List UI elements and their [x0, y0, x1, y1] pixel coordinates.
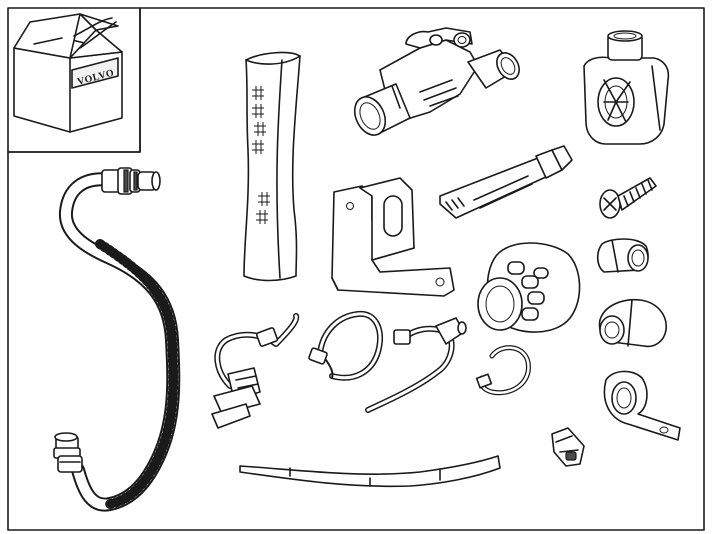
expansion-tank-cap — [583, 30, 670, 145]
connector-plug — [477, 242, 581, 333]
self-tapping-screw — [599, 177, 657, 219]
cable-tie-c — [365, 317, 467, 413]
coolant-thermostat-housing — [353, 27, 520, 136]
kit-box-frame — [7, 7, 141, 153]
kit-box-icon: VOLVO — [13, 13, 123, 133]
protective-sleeve — [243, 51, 301, 282]
cable-tie-harness-a — [211, 313, 300, 429]
hose-clip-with-tab — [598, 298, 667, 348]
rubber-strip — [239, 455, 501, 488]
mounting-bracket — [331, 177, 455, 297]
edge-clip — [551, 427, 585, 467]
hose-clamp-small — [475, 345, 531, 396]
p-clamp — [603, 370, 681, 441]
grease-tube — [439, 145, 573, 219]
heater-hose-assembly — [53, 167, 181, 512]
hose-clip-open — [596, 238, 649, 273]
cable-tie-b — [308, 310, 383, 381]
